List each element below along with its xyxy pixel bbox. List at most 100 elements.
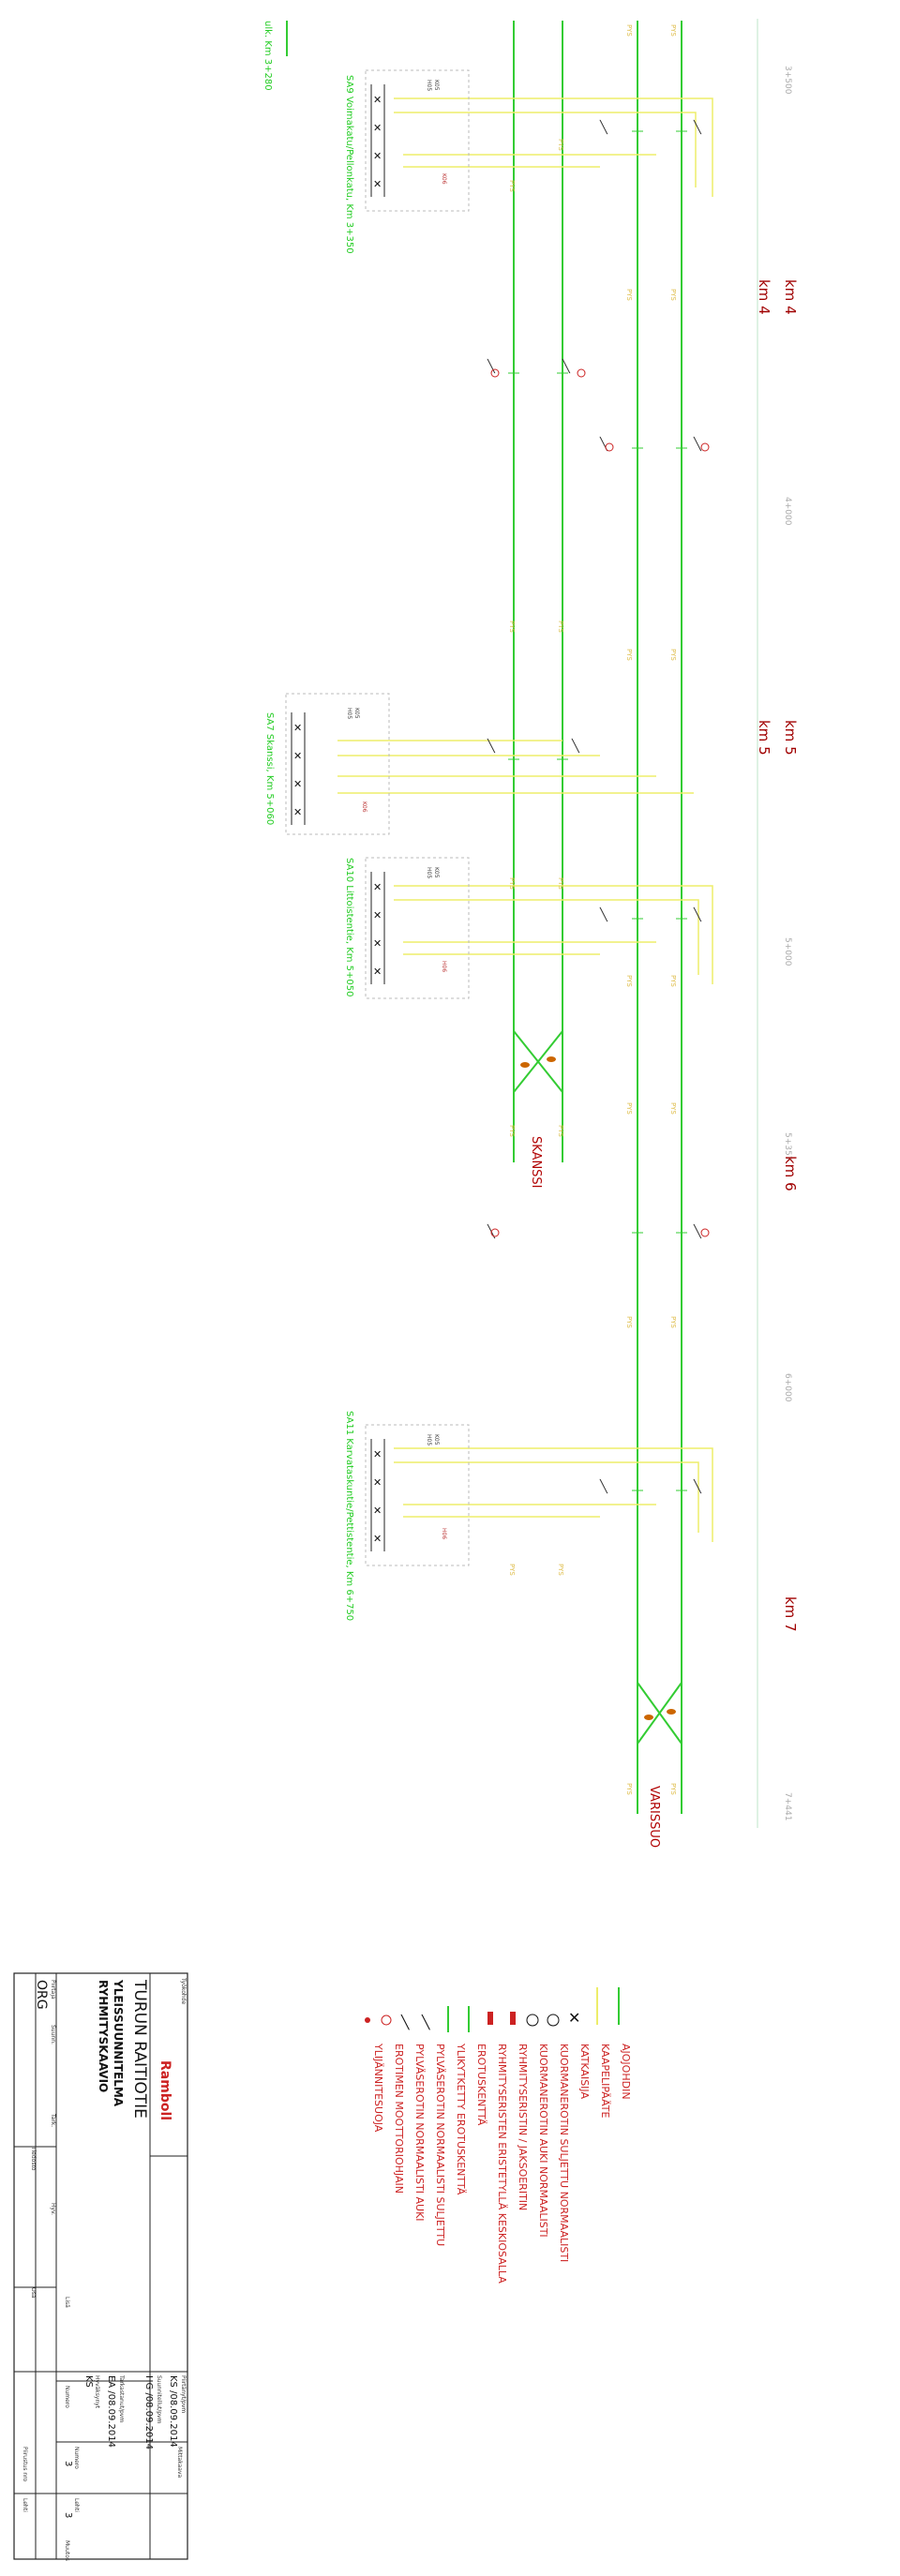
svg-text:H05: H05 xyxy=(426,80,432,91)
legend-label-9: PYLVÄSEROTIN NORMAALISTI SULJETTU xyxy=(434,2044,446,2246)
svg-text:╲: ╲ xyxy=(562,358,571,374)
legend-label-2: KATKAISIJA xyxy=(578,2044,591,2099)
crossover-skanssi xyxy=(513,1030,563,1093)
station-ulk-label: ulk. Km 3+280 xyxy=(262,21,273,91)
svg-text:✕: ✕ xyxy=(373,937,382,950)
svg-text:✕: ✕ xyxy=(373,881,382,893)
svg-text:PYS: PYS xyxy=(625,975,633,987)
designed-by: HG /08.09.2014 xyxy=(143,2375,154,2449)
legend-label-7: EROTUSKENTTÄ xyxy=(475,2044,488,2126)
svg-text:✕: ✕ xyxy=(293,750,302,762)
svg-text:Tarkastanut/pvm: Tarkastanut/pvm xyxy=(118,2374,125,2422)
svg-text:PYS: PYS xyxy=(508,180,516,192)
svg-text:╲: ╲ xyxy=(693,119,702,135)
legend-label-12: YLIJÄNNITESUOJA xyxy=(372,2043,384,2133)
substation-breakers: ✕✕✕✕ ✕✕✕✕ ✕✕✕✕ ✕✕✕✕ xyxy=(293,94,382,1545)
svg-text:km 6: km 6 xyxy=(782,1156,799,1191)
svg-text:╲: ╲ xyxy=(571,738,580,754)
svg-text:╲: ╲ xyxy=(599,906,608,922)
km-markers: km 4 km 4 km 5 km 5 km 6 km 7 xyxy=(756,279,799,1632)
svg-text:PYS: PYS xyxy=(557,877,564,890)
legend-label-6: RYHMITYSERISTEN ERISTETYLLÄ KESKIOSALLA xyxy=(496,2044,508,2284)
svg-text:km 7: km 7 xyxy=(782,1596,799,1632)
svg-text:3+500: 3+500 xyxy=(783,66,792,95)
svg-text:✕: ✕ xyxy=(373,94,382,106)
legend-label-3: KUORMANEROTIN SULJETTU NORMAALISTI xyxy=(558,2044,570,2262)
svg-text:PYS: PYS xyxy=(557,1125,564,1137)
legend-label-10: PYLVÄSEROTIN NORMAALISTI AUKI xyxy=(413,2044,426,2222)
approved-by: KS xyxy=(83,2375,94,2388)
svg-text:PYS: PYS xyxy=(625,24,633,37)
crossover-breakers xyxy=(520,1056,676,1720)
svg-text:Hyv.: Hyv. xyxy=(50,2203,56,2215)
svg-text:K05: K05 xyxy=(353,708,360,719)
project-name: TURUN RAITIOTIE xyxy=(130,1979,149,2119)
checked-by: EA /08.09.2014 xyxy=(106,2375,116,2448)
svg-text:PYS: PYS xyxy=(557,1564,564,1576)
svg-text:PYS: PYS xyxy=(625,1316,633,1328)
svg-text:km 5: km 5 xyxy=(782,720,799,756)
number-value: 3 xyxy=(63,2461,73,2466)
svg-text:PYS: PYS xyxy=(625,1102,633,1115)
legend-label-0: AJOJOHDIN xyxy=(620,2044,632,2100)
legend-symbol-ryhmityseristin xyxy=(510,2012,516,2025)
crossover-varissuo xyxy=(637,1682,682,1745)
svg-text:PYS: PYS xyxy=(508,1125,516,1137)
svg-text:✕: ✕ xyxy=(373,178,382,190)
svg-text:✕: ✕ xyxy=(373,1476,382,1489)
svg-text:PYS: PYS xyxy=(557,139,564,151)
svg-text:6+000: 6+000 xyxy=(783,1373,792,1402)
svg-text:╲: ╲ xyxy=(693,436,702,452)
svg-text:K05: K05 xyxy=(433,1434,440,1445)
svg-text:PYS: PYS xyxy=(625,1783,633,1795)
svg-text:K05: K05 xyxy=(433,867,440,878)
motor-operators xyxy=(490,368,710,1237)
svg-text:PYS: PYS xyxy=(625,289,633,301)
svg-text:✕: ✕ xyxy=(373,909,382,921)
place-skanssi: SKANSSI xyxy=(529,1136,543,1189)
svg-text:Työkohde: Työkohde xyxy=(180,1977,187,2004)
legend-symbol-kuormanerotin-suljettu xyxy=(547,2014,560,2027)
svg-text:Tiedosto: Tiedosto xyxy=(30,2146,37,2171)
svg-text:╲: ╲ xyxy=(599,119,608,135)
legend-symbol-ryhmityseristin-keskiosa xyxy=(488,2012,493,2025)
svg-text:Hyväksynyt: Hyväksynyt xyxy=(94,2375,100,2409)
drawing-title: RYHMITYSKAAVIO xyxy=(97,1980,110,2092)
legend: ✕ ╲ ╲ AJOJOHDIN KAAPELIPÄÄTE KATKAISIJA … xyxy=(365,1987,632,2284)
place-varissuo: VARISSUO xyxy=(647,1786,661,1848)
svg-text:Osa: Osa xyxy=(30,2287,37,2299)
svg-text:km 5: km 5 xyxy=(756,720,772,756)
svg-text:PYS: PYS xyxy=(669,289,677,301)
svg-text:✕: ✕ xyxy=(373,122,382,134)
title-block: Ramboll Työkohde TURUN RAITIOTIE YLEISSU… xyxy=(13,1972,188,2561)
svg-text:Suunn.: Suunn. xyxy=(50,2025,56,2044)
svg-text:Piirtänyt/pvm: Piirtänyt/pvm xyxy=(180,2375,187,2413)
svg-text:4+000: 4+000 xyxy=(783,497,792,526)
company-logo-text: Ramboll xyxy=(158,2060,172,2120)
line-insulators xyxy=(508,130,687,1491)
pylon-labels: PYS PYS PYS PYS PYS PYS PYS PYS PYS PYS … xyxy=(508,24,677,1795)
contact-wires xyxy=(513,21,682,1814)
svg-text:PYS: PYS xyxy=(625,649,633,661)
station-labels: SA9 Voimakatu/Pellonkatu, Km 3+350 SA7 S… xyxy=(262,21,354,1621)
legend-symbol-pylvaserotin-suljettu: ╲ xyxy=(421,2014,431,2030)
svg-text:Numero: Numero xyxy=(73,2447,80,2469)
svg-text:Lehti: Lehti xyxy=(73,2498,80,2512)
svg-text:5+357: 5+357 xyxy=(783,1132,792,1161)
station-sa9-label: SA9 Voimakatu/Pellonkatu, Km 3+350 xyxy=(344,75,354,254)
svg-text:km 4: km 4 xyxy=(756,279,772,315)
legend-symbol-ylijannitesuoja xyxy=(365,2017,370,2023)
sheet-value: 3 xyxy=(63,2512,73,2518)
svg-text:✕: ✕ xyxy=(373,966,382,978)
svg-text:╲: ╲ xyxy=(693,1478,702,1494)
pole-switches: ╲╲ ╲╲ ╲╲ ╲╲ ╲╲ ╲╲ ╲╲ xyxy=(487,119,702,1494)
svg-text:K05: K05 xyxy=(433,80,440,91)
feeder-cables xyxy=(338,97,713,1542)
legend-label-1: KAAPELIPÄÄTE xyxy=(599,2044,611,2118)
svg-text:Tark.: Tark. xyxy=(50,2113,56,2127)
svg-text:✕: ✕ xyxy=(293,778,302,790)
svg-text:Muutos: Muutos xyxy=(64,2540,70,2561)
svg-text:PYS: PYS xyxy=(669,24,677,37)
chainage-labels: 3+500 4+000 5+000 5+357 6+000 7+441 xyxy=(783,66,792,1820)
svg-text:5+000: 5+000 xyxy=(783,937,792,966)
